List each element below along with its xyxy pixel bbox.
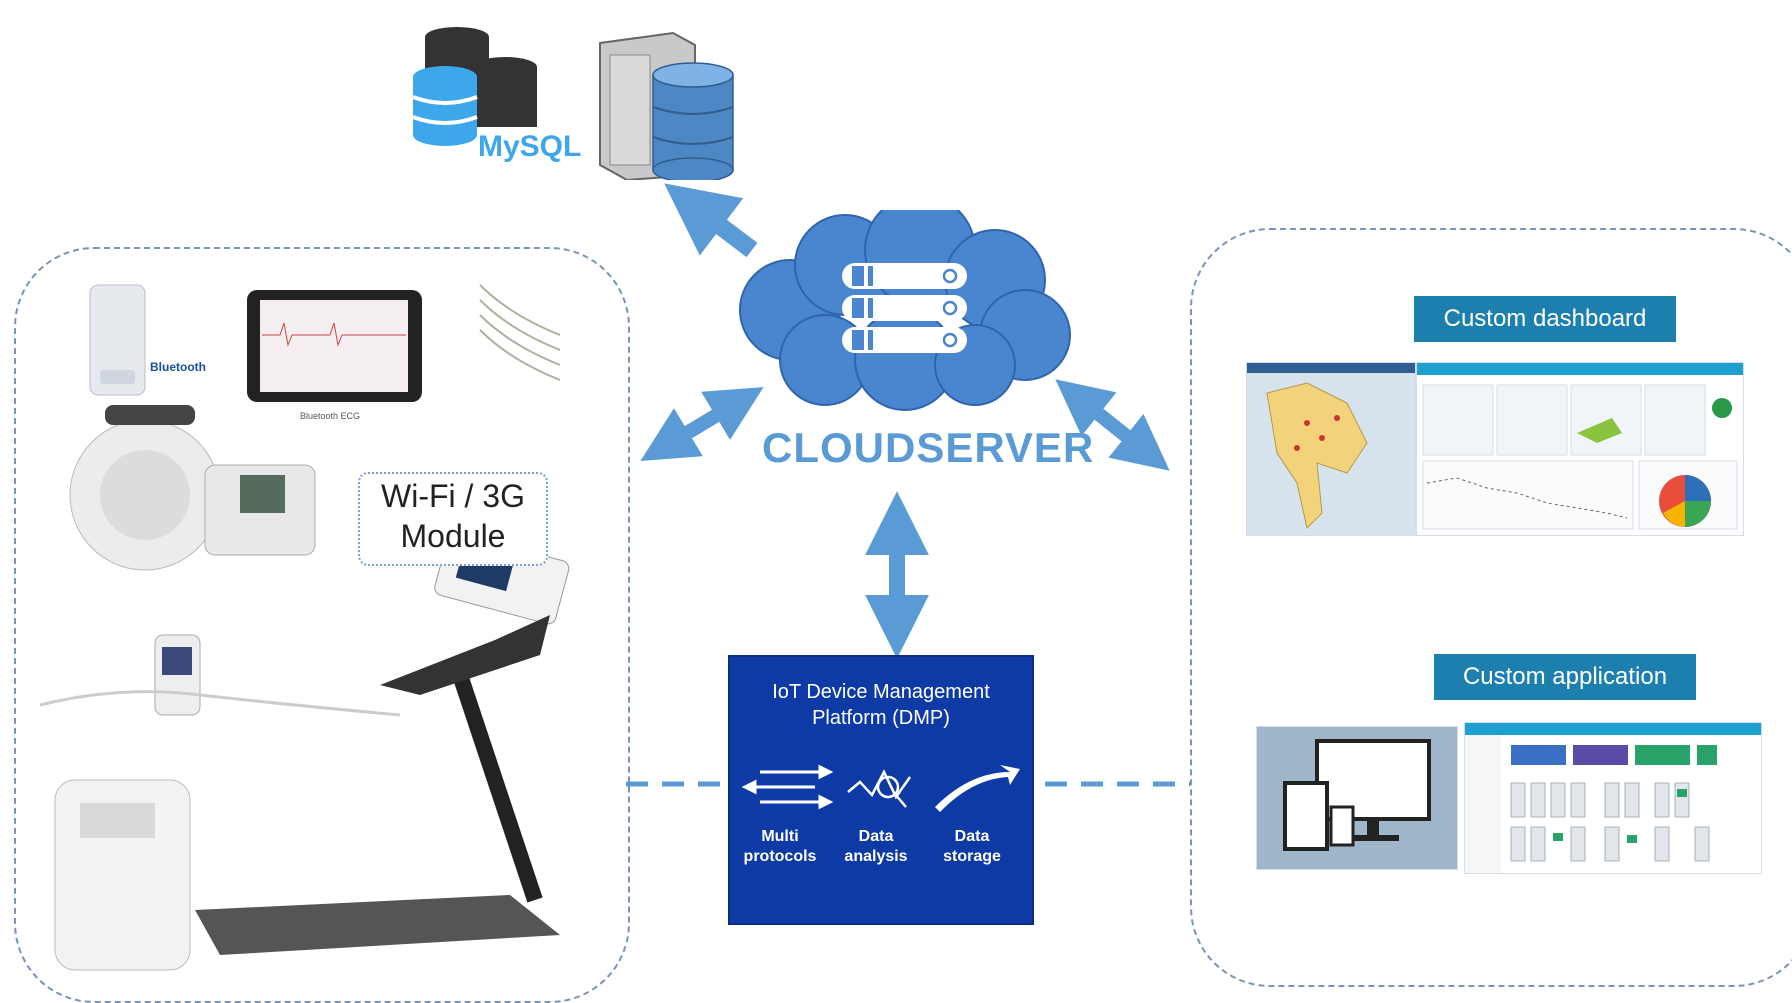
- dashboard-stats-panel: [1416, 362, 1744, 536]
- holter-monitor-icon: [40, 634, 401, 717]
- cloudserver-label: CLOUDSERVER: [762, 424, 1095, 471]
- bluetooth-ecg-caption: Bluetooth ECG: [300, 411, 361, 421]
- mysql-label: MySQL: [478, 130, 582, 163]
- application-ui-preview: [1465, 723, 1761, 873]
- wifi-module-line2: Module: [400, 518, 506, 554]
- dashboard-widgets: [1417, 363, 1743, 530]
- bluetooth-device-icon: [89, 284, 146, 396]
- dmp-title: IoT Device Management Platform (DMP): [730, 679, 1032, 731]
- ecg-cables-icon: [479, 284, 561, 381]
- devices-group: [14, 247, 630, 1003]
- tablet-ecg-icon: [247, 290, 422, 402]
- application-screen-panel: [1464, 722, 1762, 874]
- cloud-icon: [739, 210, 1071, 411]
- dmp-title-line2: Platform (DMP): [812, 707, 950, 729]
- blood-pressure-monitor-icon: [69, 405, 316, 571]
- analysis-icon: [847, 769, 912, 808]
- dmp-feature-icons: [741, 764, 1020, 812]
- bluetooth-label: Bluetooth: [150, 360, 206, 374]
- protocols-icon: [741, 764, 834, 810]
- medical-devices-illustration: [40, 284, 570, 971]
- database-server-icon: [412, 27, 734, 180]
- dmp-box: IoT Device Management Platform (DMP) Mul…: [728, 655, 1034, 925]
- storage-icon: [935, 765, 1020, 812]
- multi-device-icon: [1283, 739, 1431, 851]
- wifi-3g-module-box: Wi-Fi / 3G Module: [358, 472, 548, 566]
- wifi-module-line1: Wi-Fi / 3G: [381, 478, 525, 514]
- dashboard-map-panel: [1246, 362, 1416, 536]
- dmp-title-line1: IoT Device Management: [772, 681, 990, 703]
- cloud-to-database-arrow: [664, 183, 758, 258]
- oxygen-concentrator-icon: [54, 779, 191, 971]
- custom-application-label: Custom application: [1434, 654, 1696, 700]
- thailand-map-icon: [1247, 363, 1415, 529]
- custom-dashboard-label: Custom dashboard: [1414, 296, 1676, 342]
- outputs-group: [1190, 228, 1792, 987]
- treadmill-icon: [195, 615, 560, 955]
- application-devices-panel: [1256, 726, 1458, 870]
